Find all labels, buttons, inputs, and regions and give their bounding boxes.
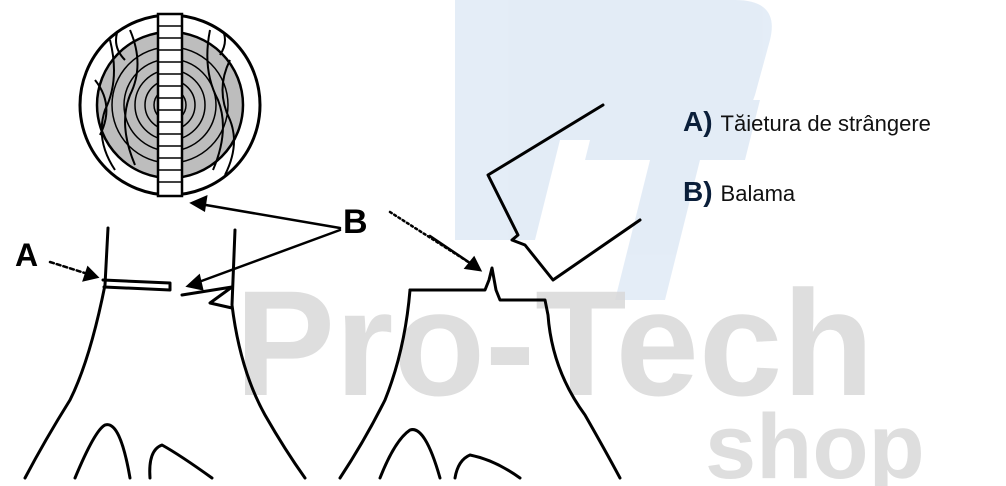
falling-trunk bbox=[486, 103, 642, 282]
watermark-shop: shop bbox=[705, 396, 925, 486]
right-stump bbox=[338, 266, 622, 480]
legend-text-a: Tăietura de strângere bbox=[720, 111, 931, 136]
left-stump bbox=[23, 226, 307, 480]
pt-logo bbox=[455, 0, 772, 300]
trunk-cross-section bbox=[78, 12, 262, 198]
legend-item-b: B) Balama bbox=[683, 176, 795, 208]
callout-a: A bbox=[15, 237, 38, 273]
legend-text-b: Balama bbox=[720, 181, 796, 206]
callout-arrows bbox=[48, 194, 483, 291]
callout-b: B bbox=[343, 203, 368, 241]
hinge-band bbox=[156, 12, 184, 198]
watermark-brand: Pro-Tech bbox=[235, 259, 874, 427]
felling-cut bbox=[101, 278, 172, 292]
hinge-notch bbox=[180, 285, 234, 310]
legend-key-b: B) bbox=[683, 176, 713, 207]
legend-item-a: A) Tăietura de strângere bbox=[683, 106, 931, 138]
watermark: Pro-Tech shop bbox=[235, 0, 925, 486]
legend-key-a: A) bbox=[683, 106, 713, 137]
